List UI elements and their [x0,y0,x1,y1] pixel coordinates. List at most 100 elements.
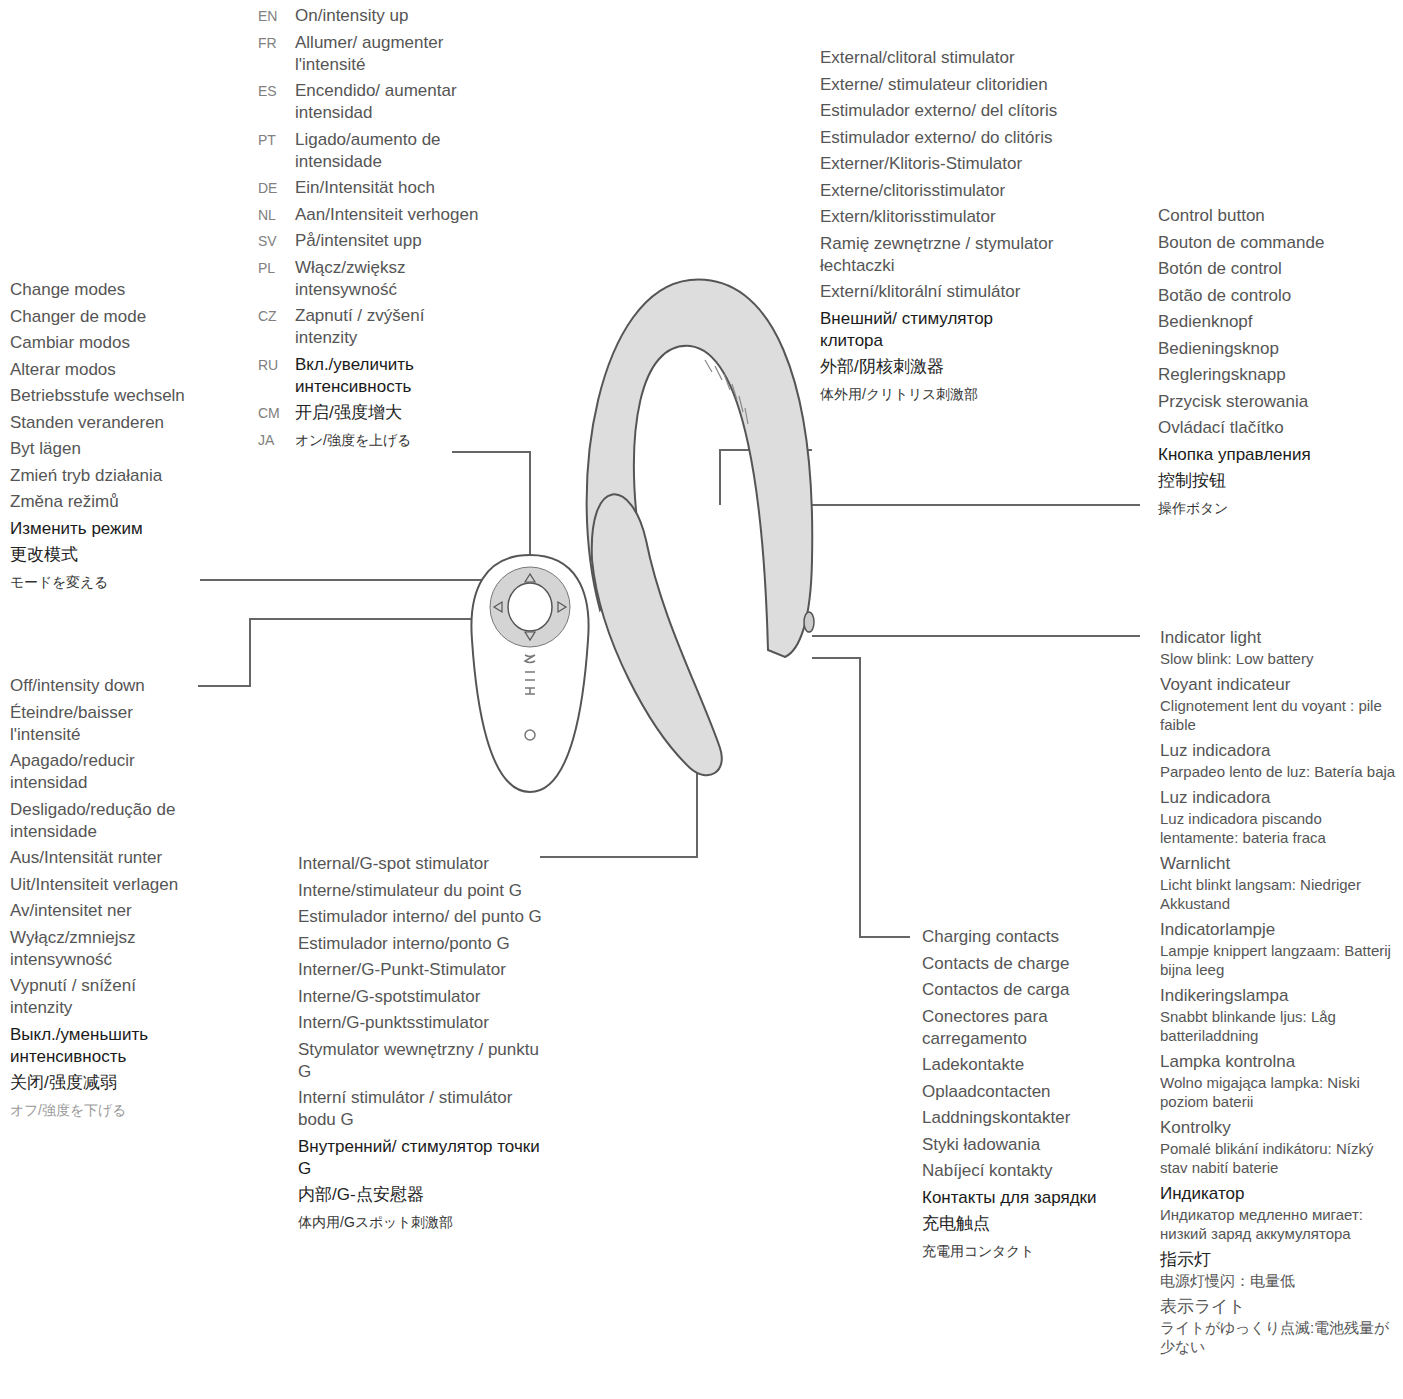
language-code: RU [258,354,295,398]
indicator-entry: Voyant indicateurClignotement lent du vo… [1160,674,1396,734]
label-row: CM开启/强度增大 [258,402,488,424]
control-button [804,612,814,632]
part-label: Aus/Intensität runter [10,847,182,869]
indicator-title: Lampka kontrolna [1160,1051,1396,1073]
part-label: Estimulador interno/ponto G [298,933,543,955]
part-label: Intern/G-punktsstimulator [298,1012,543,1034]
part-label: Контакты для зарядки [922,1187,1102,1209]
indicator-title: Индикатор [1160,1183,1396,1205]
language-code: PL [258,257,295,301]
part-label: Cambiar modos [10,332,230,354]
indicator-description: Lampje knippert langzaam: Batterij bijna… [1160,941,1396,979]
part-label: Éteindre/baisser l'intensité [10,702,182,746]
arm-texture [705,360,748,424]
part-label: 关闭/强度减弱 [10,1072,182,1094]
button-label: Вкл./увеличить интенсивность [295,354,488,398]
language-code: SV [258,230,295,252]
part-label: Changer de mode [10,306,230,328]
part-label: Bedieningsknop [1158,338,1390,360]
button-label: På/intensitet upp [295,230,488,252]
internal-arm [592,494,722,775]
button-label: オン/強度を上げる [295,429,488,451]
remote-body [471,555,588,792]
part-label: Av/intensitet ner [10,900,182,922]
part-label: 体内用/Gスポット刺激部 [298,1211,543,1233]
label-group: Indicator lightSlow blink: Low batteryVo… [1160,627,1396,1362]
part-label: Ladekontakte [922,1054,1102,1076]
part-label: Ovládací tlačítko [1158,417,1390,439]
language-code: CM [258,402,295,424]
part-label: Internal/G-spot stimulator [298,853,543,875]
part-label: Botão de controlo [1158,285,1390,307]
part-label: Estimulador externo/ del clítoris [820,100,1060,122]
remote-ring [490,567,570,647]
arrow-up [525,574,535,582]
indicator-entry: ИндикаторИндикатор медленно мигает: низк… [1160,1183,1396,1243]
arrow-right [558,602,566,612]
label-row: SVPå/intensitet upp [258,230,488,252]
label-row: PLWłącz/zwiększ intensywność [258,257,488,301]
language-code: JA [258,429,295,451]
indicator-title: Indikeringslampa [1160,985,1396,1007]
part-label: Wyłącz/zmniejsz intensywność [10,927,182,971]
button-label: Ein/Intensität hoch [295,177,488,199]
part-label: モードを変える [10,571,230,593]
part-label: 外部/阴核刺激器 [820,356,1060,378]
part-label: Внешний/ стимулятор клитора [820,308,1060,352]
remote-arrows [494,574,566,640]
indicator-title: Kontrolky [1160,1117,1396,1139]
label-group: Charging contactsContacts de chargeConta… [922,926,1102,1266]
indicator-title: Indicatorlampje [1160,919,1396,941]
indicator-entry: WarnlichtLicht blinkt langsam: Niedriger… [1160,853,1396,913]
label-row: FRAllumer/ augmenter l'intensité [258,32,488,76]
indicator-description: Luz indicadora piscando lentamente: bate… [1160,809,1396,847]
indicator-entry: IndikeringslampaSnabbt blinkande ljus: L… [1160,985,1396,1045]
part-label: Apagado/reducir intensidad [10,750,182,794]
indicator-title: 表示ライト [1160,1296,1396,1318]
button-label: Zapnutí / zvýšení intenzity [295,305,488,349]
part-label: 充电触点 [922,1213,1102,1235]
indicator-description: Snabbt blinkande ljus: Låg batteriladdni… [1160,1007,1396,1045]
indicator-description: Slow blink: Low battery [1160,649,1396,668]
leader-lines [198,450,1140,937]
texture-stroke [705,360,712,372]
part-label: Externe/ stimulateur clitoridien [820,74,1060,96]
label-row: ESEncendido/ aumentar intensidad [258,80,488,124]
part-label: Control button [1158,205,1390,227]
indicator-title: Luz indicadora [1160,740,1396,762]
logo-mark [525,688,535,694]
part-label: Conectores para carregamento [922,1006,1102,1050]
remote-indicator [525,730,535,740]
part-label: 操作ボタン [1158,497,1390,519]
indicator-description: ライトがゆっくり点滅:電池残量が少ない [1160,1318,1396,1356]
part-label: Estimulador interno/ del punto G [298,906,543,928]
button-label: 开启/强度增大 [295,402,488,424]
indicator-description: Licht blinkt langsam: Niedriger Akkustan… [1160,875,1396,913]
part-label: Interne/G-spotstimulator [298,986,543,1008]
indicator-entry: 指示灯电源灯慢闪：电量低 [1160,1249,1396,1290]
language-code: ES [258,80,295,124]
part-label: Charging contacts [922,926,1102,948]
language-code: NL [258,204,295,226]
part-label: Внутренний/ стимулятор точки G [298,1136,543,1180]
label-row: DEEin/Intensität hoch [258,177,488,199]
indicator-title: Indicator light [1160,627,1396,649]
part-label: Contacts de charge [922,953,1102,975]
part-label: Off/intensity down [10,675,182,697]
part-label: Zmień tryb działania [10,465,230,487]
part-label: Кнопка управления [1158,444,1390,466]
indicator-entry: IndicatorlampjeLampje knippert langzaam:… [1160,919,1396,979]
part-label: Изменить режим [10,518,230,540]
part-label: Vypnutí / snížení intenzity [10,975,182,1019]
indicator-entry: Lampka kontrolnaWolno migająca lampka: N… [1160,1051,1396,1111]
logo-mark [525,655,535,663]
part-label: 体外用/クリトリス刺激部 [820,383,1060,405]
button-label: Aan/Intensiteit verhogen [295,204,488,226]
part-label: Contactos de carga [922,979,1102,1001]
arrow-left [494,602,502,612]
button-label: Włącz/zwiększ intensywność [295,257,488,301]
indicator-entry: KontrolkyPomalé blikání indikátoru: Nízk… [1160,1117,1396,1177]
label-row: CZZapnutí / zvýšení intenzity [258,305,488,349]
part-label: Alterar modos [10,359,230,381]
